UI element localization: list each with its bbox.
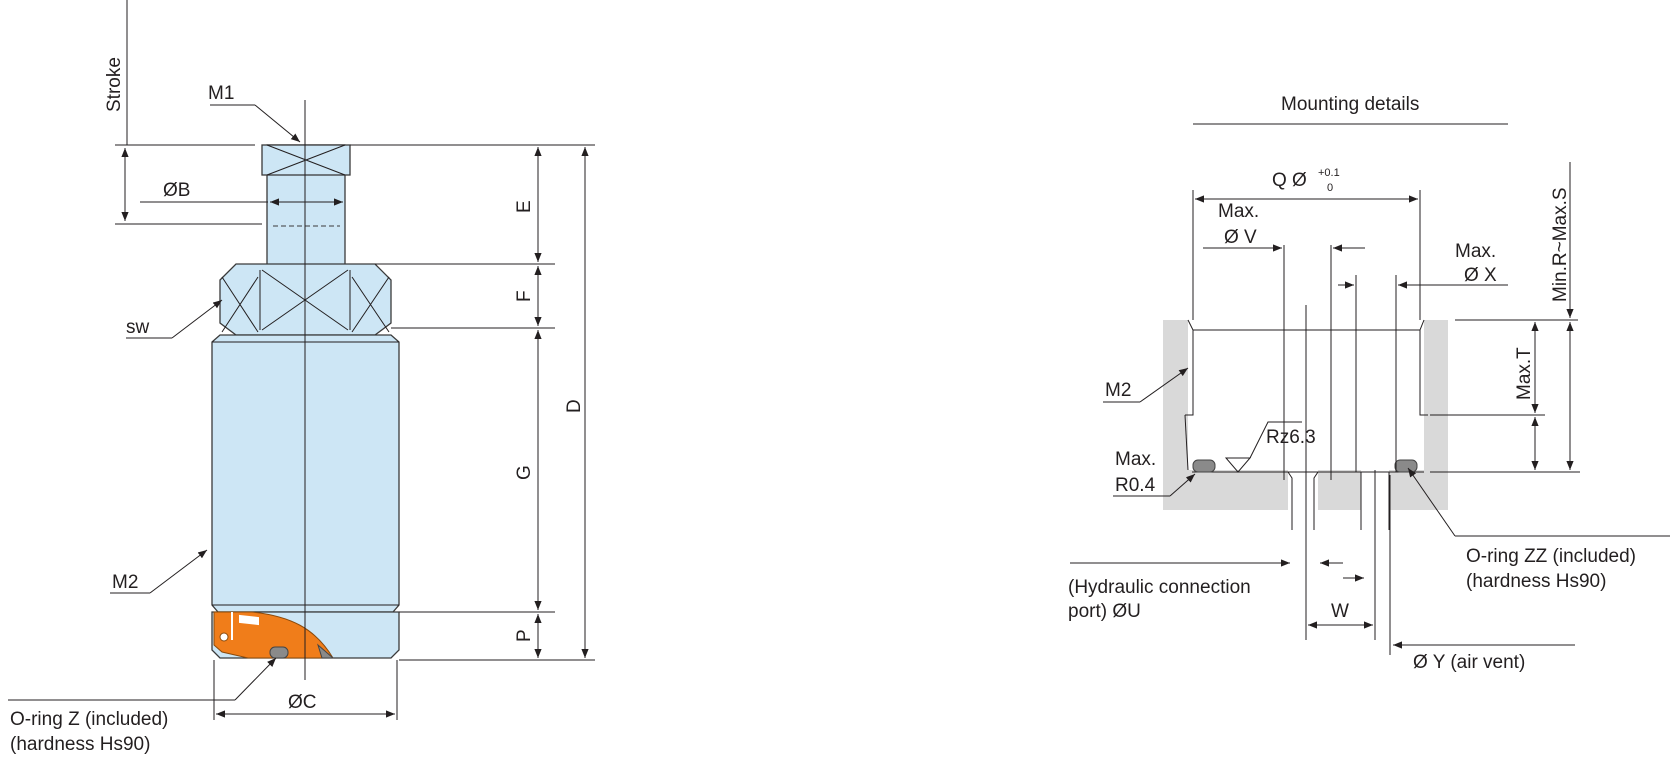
port-line1: (Hydraulic connection [1068, 577, 1251, 598]
m1-leader [254, 104, 301, 143]
hex-flats [259, 270, 351, 330]
q-tolerance-lower: 0 [1327, 182, 1333, 194]
max-v-line1: Max. [1218, 201, 1259, 222]
oring-z-left [269, 646, 289, 659]
oc-label: ØC [288, 692, 317, 713]
w-label: W [1331, 601, 1349, 622]
oring-z-line2: (hardness Hs90) [10, 734, 150, 755]
m2-right-label: M2 [1105, 380, 1131, 401]
hydraulic-port-passage [1288, 470, 1318, 510]
oring-z-leader [234, 657, 277, 701]
mounting-details-title: Mounting details [1281, 94, 1419, 115]
max-v-line2: Ø V [1224, 227, 1257, 248]
e-label: E [514, 200, 535, 213]
g-label: G [514, 465, 535, 480]
q-label: Q Ø [1272, 170, 1307, 191]
oring-zz-line2: (hardness Hs90) [1466, 571, 1606, 592]
sw-leader [171, 299, 223, 339]
max-r-line1: Max. [1115, 449, 1156, 470]
max-x-line2: Ø X [1464, 265, 1497, 286]
cylinder-side-view: Stroke M1 ØB sw M2 ØC O-ring Z (included… [8, 0, 595, 755]
m2-left-leader [149, 549, 208, 594]
oring-z-right [317, 643, 335, 659]
oring-zz-leader [1407, 467, 1456, 537]
max-r-leader [1169, 473, 1196, 497]
bore-bottom-left [1184, 414, 1189, 471]
max-r-line2: R0.4 [1115, 475, 1156, 496]
rod-head-cross [266, 144, 346, 176]
vent-passage-walls [1360, 472, 1390, 530]
mounting-details-view: Mounting details Q Ø +0.1 0 Max. Ø V [1068, 94, 1670, 673]
oring-z-line1: O-ring Z (included) [10, 709, 168, 730]
oring-zz-left [1192, 459, 1216, 473]
surface-finish-symbol [1224, 421, 1302, 473]
m2-right-leader [1139, 367, 1189, 403]
min-r-max-s-label: Min.R~Max.S [1550, 187, 1571, 302]
rz-label: Rz6.3 [1266, 427, 1316, 448]
oring-zz-right [1394, 459, 1418, 473]
q-tolerance-upper: +0.1 [1318, 167, 1340, 179]
f-label: F [514, 290, 535, 302]
port-line2: port) ØU [1068, 601, 1141, 622]
d-label: D [564, 399, 585, 413]
cutaway-passage [231, 612, 259, 640]
hex-cross-right [351, 276, 390, 333]
bore-walls [1185, 319, 1428, 416]
oring-zz-line1: O-ring ZZ (included) [1466, 546, 1636, 567]
cutaway-hole [219, 632, 229, 642]
sw-label: sw [126, 317, 150, 338]
air-vent-label: Ø Y (air vent) [1413, 652, 1525, 673]
m2-left-label: M2 [112, 572, 138, 593]
max-x-line1: Max. [1455, 241, 1496, 262]
p-label: P [514, 629, 535, 642]
cutaway-section [213, 611, 334, 659]
max-t-label: Max.T [1514, 347, 1535, 400]
m1-label: M1 [208, 83, 234, 104]
hex-cross-left [221, 276, 259, 333]
port-passage-walls [1287, 471, 1319, 530]
stroke-label: Stroke [104, 57, 125, 112]
ob-label: ØB [163, 180, 190, 201]
